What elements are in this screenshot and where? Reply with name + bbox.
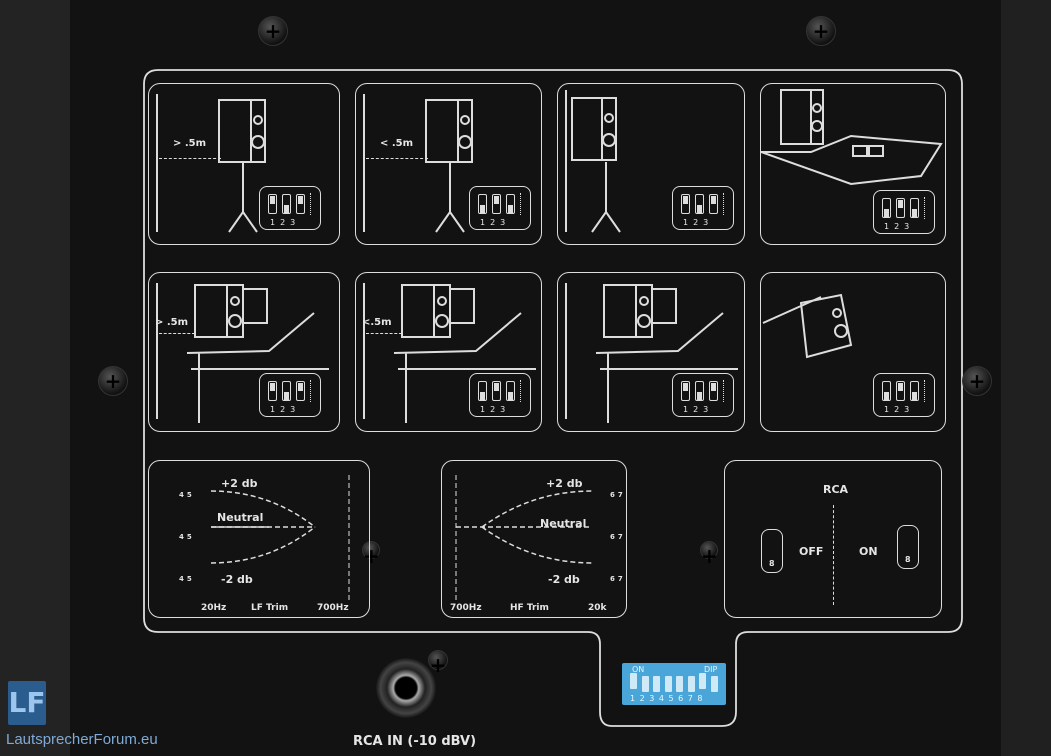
screw: [428, 650, 448, 677]
rca-switch-number: 8: [769, 559, 775, 568]
dip-numbers: 123: [683, 218, 714, 227]
hf-high-label: 20k: [588, 603, 607, 613]
rca-title: RCA: [823, 483, 849, 496]
cabinet-left-edge: [0, 0, 70, 756]
hf-switch-numbers: 67: [610, 575, 626, 583]
speaker-placement-icon: [565, 283, 738, 423]
distance-label: > .5m: [155, 317, 189, 328]
speaker-placement-icon: [156, 283, 329, 423]
distance-line: [366, 158, 428, 159]
cabinet-right-edge: [1001, 0, 1051, 756]
placement-card: <.5m 123: [355, 272, 542, 432]
placement-card: < .5m 123: [355, 83, 542, 245]
rca-off-label: OFF: [799, 545, 824, 558]
dip-key[interactable]: [710, 676, 718, 692]
dip-key[interactable]: [653, 676, 660, 692]
dip-numbers: 123: [884, 405, 915, 414]
watermark-site: LautsprecherForum.eu: [6, 731, 158, 748]
screw: [258, 16, 288, 46]
watermark-logo: LF: [8, 681, 46, 725]
lf-low-label: 20Hz: [201, 603, 227, 613]
speaker-placement-icon: [363, 94, 473, 233]
speaker-placement-icon: [565, 90, 621, 233]
lf-trim-title: LF Trim: [251, 603, 289, 613]
dip-setting-icon: 123: [259, 186, 321, 230]
screw: [362, 541, 380, 568]
dip-key[interactable]: [641, 676, 649, 692]
dip-key[interactable]: [630, 673, 637, 689]
dip-setting-icon: 123: [259, 373, 321, 417]
dip-numbers: 123: [480, 405, 511, 414]
hf-trim-curve: [455, 475, 593, 601]
lf-switch-numbers: 45: [179, 533, 195, 541]
rca-divider: [833, 505, 834, 605]
rca-input-jack[interactable]: [376, 658, 436, 718]
dip-numbers: 123: [683, 405, 714, 414]
hf-minus-label: -2 db: [548, 573, 580, 586]
dip-setting-icon: 123: [469, 186, 531, 230]
speaker-placement-icon: [363, 283, 536, 423]
placement-card: 123: [557, 272, 745, 432]
dip-key[interactable]: [664, 676, 672, 692]
distance-label: > .5m: [173, 138, 207, 149]
speaker-placement-icon: [156, 94, 266, 233]
hf-plus-label: +2 db: [546, 477, 583, 490]
distance-label: <.5m: [362, 317, 392, 328]
dip-numbers: 123: [270, 218, 301, 227]
lf-trim-card: +2 db Neutral -2 db 20Hz LF Trim 700Hz 4…: [148, 460, 370, 618]
rca-input-label: RCA IN (-10 dBV): [353, 734, 477, 749]
screw: [806, 16, 836, 46]
dip-key[interactable]: [699, 673, 706, 689]
rca-switch-number: 8: [905, 555, 911, 564]
distance-label: < .5m: [380, 138, 414, 149]
speaker-placement-icon: [761, 89, 943, 186]
lf-switch-numbers: 45: [179, 575, 195, 583]
distance-line: [159, 333, 195, 334]
dip-label: DIP: [704, 665, 718, 674]
lf-switch-numbers: 45: [179, 491, 195, 499]
dip-key[interactable]: [676, 676, 683, 692]
dip-numbers: 123: [270, 405, 301, 414]
hf-trim-title: HF Trim: [510, 603, 549, 613]
hf-low-label: 700Hz: [450, 603, 482, 613]
lf-plus-label: +2 db: [221, 477, 258, 490]
screw: [962, 366, 992, 396]
dip-numbers: 123: [480, 218, 511, 227]
placement-card: 123: [760, 83, 946, 245]
dip-switch-block[interactable]: ON DIP 1 2 3 4 5 6 7 8: [622, 663, 726, 705]
screw: [700, 541, 718, 568]
dip-key[interactable]: [687, 676, 695, 692]
lf-neutral-label: Neutral: [217, 511, 264, 524]
speaker-placement-icon: [762, 293, 853, 359]
back-panel-plate: [70, 0, 1001, 756]
dip-numbers: 123: [884, 222, 915, 231]
rca-card: RCA 8 OFF ON 8: [724, 460, 942, 618]
dip-on-label: ON: [632, 665, 645, 674]
rca-on-label: ON: [859, 545, 878, 558]
distance-line: [159, 158, 221, 159]
dip-setting-icon: 123: [873, 190, 935, 234]
hf-switch-numbers: 67: [610, 491, 626, 499]
dip-setting-icon: 123: [672, 186, 734, 230]
placement-card: 123: [557, 83, 745, 245]
screw: [98, 366, 128, 396]
distance-line: [366, 333, 402, 334]
rca-on-switch-icon: [897, 525, 919, 569]
lf-trim-curve: [210, 475, 350, 601]
hf-trim-card: +2 db Neutral -2 db 700Hz HF Trim 20k 67…: [441, 460, 627, 618]
dip-numbers: 1 2 3 4 5 6 7 8: [630, 694, 704, 703]
dip-setting-icon: 123: [672, 373, 734, 417]
hf-neutral-label: Neutral: [540, 517, 587, 530]
rca-off-switch-icon: [761, 529, 783, 573]
placement-card: > .5m 123: [148, 83, 340, 245]
dip-setting-icon: 123: [873, 373, 935, 417]
placement-card: > .5m 123: [148, 272, 340, 432]
lf-minus-label: -2 db: [221, 573, 253, 586]
dip-setting-icon: 123: [469, 373, 531, 417]
placement-card: 123: [760, 272, 946, 432]
hf-switch-numbers: 67: [610, 533, 626, 541]
lf-high-label: 700Hz: [317, 603, 349, 613]
